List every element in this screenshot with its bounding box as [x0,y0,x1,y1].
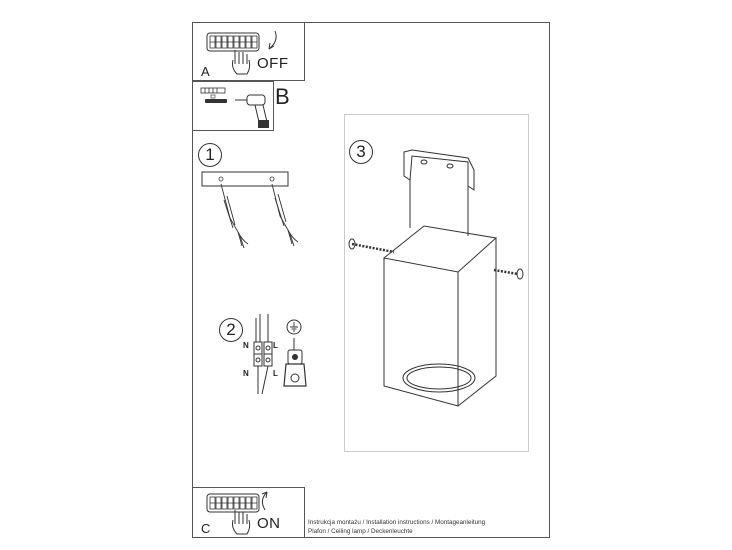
lamp-mounting-diagram [348,149,524,407]
fuse-box-icon-on [206,493,260,513]
drill-icon [235,94,269,128]
wire-n-bottom: N [243,369,249,378]
instruction-sheet [192,22,550,538]
wire-l-top: L [273,341,278,350]
wall-plug-icon [200,87,227,103]
arrow-up-icon [261,491,268,511]
fuse-box-icon [206,32,260,52]
step-c-letter: C [201,521,211,536]
wire-l-bottom: L [273,369,278,378]
step-3-panel [344,114,529,452]
ground-icon [286,319,302,335]
hand-icon-on [232,510,251,535]
on-label: ON [257,515,281,532]
footer-line-2: Plafon / Ceiling lamp / Deckenleuchte [308,528,413,535]
ground-terminal-diagram [283,338,307,387]
step-3-number: 3 [349,140,373,164]
step-c-panel: C ON [192,487,305,538]
step-1-number: 1 [198,143,222,167]
step-a-panel: A OFF [192,22,305,81]
step-b-panel: B [192,81,290,131]
off-label: OFF [257,55,289,72]
wiring-diagram [253,314,273,395]
wire-n-top: N [243,341,249,350]
step-b-letter: B [275,84,290,109]
step-2-number: 2 [219,318,243,342]
step-a-letter: A [201,64,210,79]
ceiling-drill-diagram [201,171,299,249]
footer-line-1: Instrukcja montażu / Installation instru… [308,519,486,526]
hand-icon [232,50,251,75]
arrow-down-icon [268,30,277,50]
